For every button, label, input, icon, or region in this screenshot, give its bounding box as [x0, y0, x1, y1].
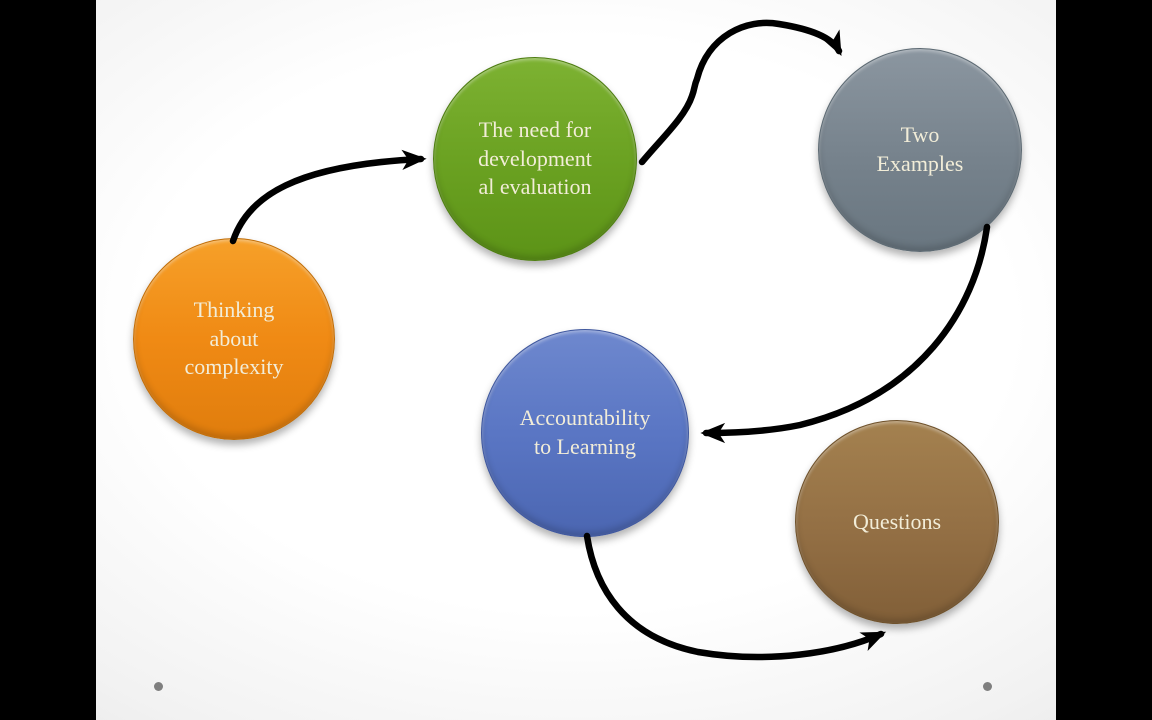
node-label: Accountability to Learning [519, 405, 651, 459]
pagination-dot-left [154, 682, 163, 691]
slide-canvas: Thinking about complexity The need for d… [96, 0, 1056, 720]
node-thinking-about-complexity: Thinking about complexity [133, 238, 335, 440]
node-accountability-to-learning: Accountability to Learning [481, 329, 689, 537]
node-questions: Questions [795, 420, 999, 624]
node-label: Thinking about complexity [184, 297, 284, 380]
pagination-dot-right [983, 682, 992, 691]
node-need-for-developmental-evaluation: The need for development al evaluation [433, 57, 637, 261]
node-two-examples: Two Examples [818, 48, 1022, 252]
node-label: The need for development al evaluation [478, 117, 592, 200]
letterbox-right [1056, 0, 1152, 720]
letterbox-left [0, 0, 96, 720]
node-label: Two Examples [876, 122, 964, 176]
node-label: Questions [853, 508, 941, 534]
